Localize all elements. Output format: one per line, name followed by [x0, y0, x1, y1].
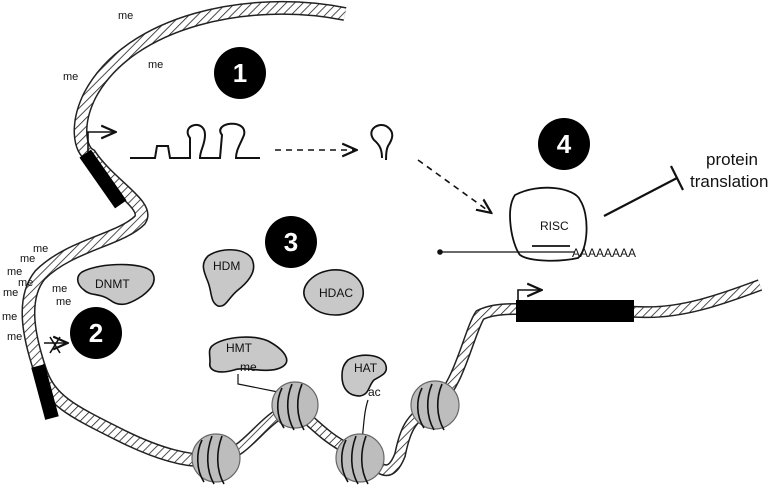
marker-3: 3 [265, 216, 317, 268]
marker-4: 4 [538, 118, 590, 170]
me-label: me [52, 283, 67, 295]
marker-1: 1 [214, 47, 266, 99]
nucleosome-3 [335, 433, 385, 485]
hdac-enzyme: HDAC [303, 269, 364, 316]
hmt-enzyme: HMT me [208, 336, 288, 393]
me-label: me [2, 311, 17, 323]
mrna-cap [437, 249, 443, 255]
dnmt-label: DNMT [95, 277, 130, 291]
marker-2: 2 [70, 307, 122, 359]
svg-text:2: 2 [89, 318, 103, 348]
dna-strand-right [218, 279, 763, 476]
risc-label: RISC [540, 219, 569, 233]
risc-complex [509, 186, 588, 262]
hdm-label: HDM [213, 259, 240, 273]
me-label: me [148, 59, 163, 71]
gene-block-top [79, 149, 127, 209]
pri-mirna-hairpins [130, 122, 260, 159]
outcome-translation-label: translation [690, 172, 768, 191]
hdm-enzyme: HDM [202, 249, 255, 308]
nucleosome-1 [191, 433, 241, 485]
svg-text:3: 3 [284, 227, 298, 257]
blocked-transcription-icon [44, 337, 66, 354]
gene-block-left [31, 364, 59, 420]
gene-block-right [516, 300, 634, 322]
hat-acetyl-mark: ac [368, 385, 381, 399]
poly-a-tail: AAAAAAAA [572, 246, 636, 260]
me-label: me [20, 253, 35, 265]
hat-enzyme: HAT ac [341, 354, 388, 441]
me-label: me [33, 243, 48, 255]
me-label: me [7, 266, 22, 278]
tss-arrow-right [517, 290, 540, 300]
me-label: me [118, 10, 133, 22]
hmt-label: HMT [226, 341, 253, 355]
pre-mirna-hairpin [370, 124, 394, 161]
nucleosome-2 [271, 381, 319, 431]
tss-arrow-top [87, 132, 114, 152]
svg-text:1: 1 [233, 58, 247, 88]
me-label: me [63, 71, 78, 83]
dnmt-enzyme: DNMT [76, 263, 155, 306]
me-label: me [18, 277, 33, 289]
me-label: me [56, 296, 71, 308]
hdac-label: HDAC [319, 286, 353, 300]
nucleosome-4 [410, 380, 460, 431]
methyl-labels: me me me me me me me me me me me me [2, 10, 163, 343]
svg-text:4: 4 [557, 129, 572, 159]
hmt-methyl-mark: me [240, 360, 257, 374]
hat-label: HAT [354, 361, 378, 375]
processing-arrow-2 [417, 159, 490, 212]
inhibition-line [603, 165, 684, 217]
outcome-protein-label: protein [706, 150, 758, 169]
dna-strand-left [21, 0, 347, 468]
me-label: me [3, 287, 18, 299]
me-label: me [7, 331, 22, 343]
